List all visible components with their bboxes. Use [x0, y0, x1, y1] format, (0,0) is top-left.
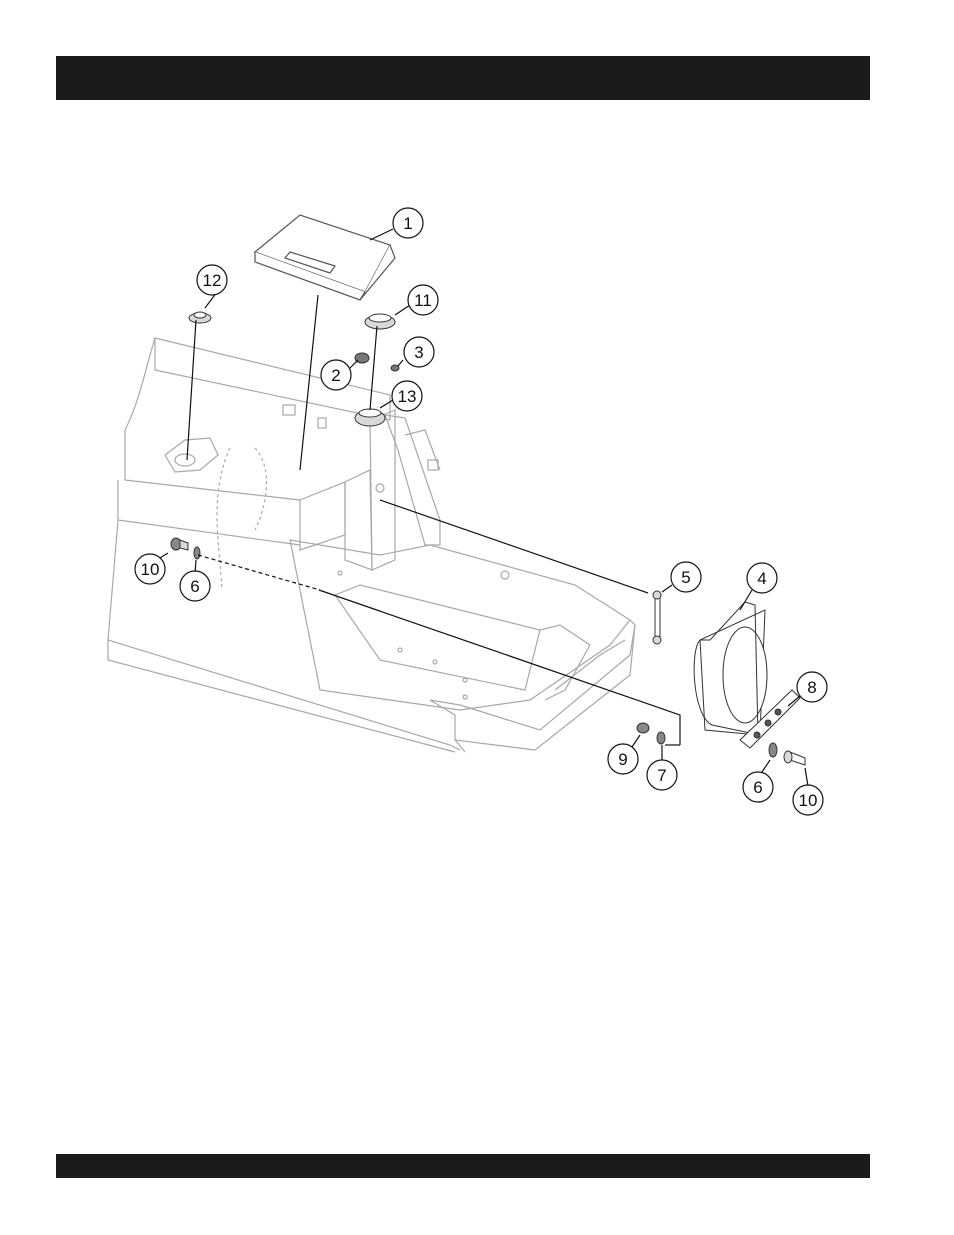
- callout-1: 1: [393, 208, 423, 238]
- callout-label: 1: [403, 214, 412, 233]
- callout-9: 9: [608, 744, 638, 774]
- callout-5: 5: [671, 562, 701, 592]
- small-parts: [171, 312, 805, 765]
- callout-label: 8: [807, 678, 816, 697]
- callout-label: 10: [141, 560, 160, 579]
- callout-13: 13: [392, 381, 422, 411]
- callout-label: 11: [414, 291, 432, 310]
- callout-label: 5: [681, 568, 690, 587]
- callout-8: 8: [797, 672, 827, 702]
- callout-3: 3: [404, 337, 434, 367]
- callout-10-right: 10: [793, 785, 823, 815]
- callout-label: 3: [414, 343, 423, 362]
- callout-12: 12: [197, 265, 227, 295]
- callout-label: 9: [618, 750, 627, 769]
- callout-label: 6: [753, 778, 762, 797]
- tank-cover-part: [255, 215, 395, 300]
- callout-4: 4: [747, 563, 777, 593]
- callout-11: 11: [408, 285, 438, 315]
- callout-6-left: 6: [180, 571, 210, 601]
- callout-10-left: 10: [135, 554, 165, 584]
- callout-6-right: 6: [743, 772, 773, 802]
- callout-label: 10: [799, 791, 818, 810]
- callout-7: 7: [647, 760, 677, 790]
- callout-label: 12: [203, 271, 222, 290]
- callout-label: 4: [757, 569, 766, 588]
- callout-label: 7: [657, 766, 666, 785]
- callout-2: 2: [321, 360, 351, 390]
- callout-label: 2: [331, 366, 340, 385]
- callout-label: 13: [398, 387, 417, 406]
- callout-label: 6: [190, 577, 199, 596]
